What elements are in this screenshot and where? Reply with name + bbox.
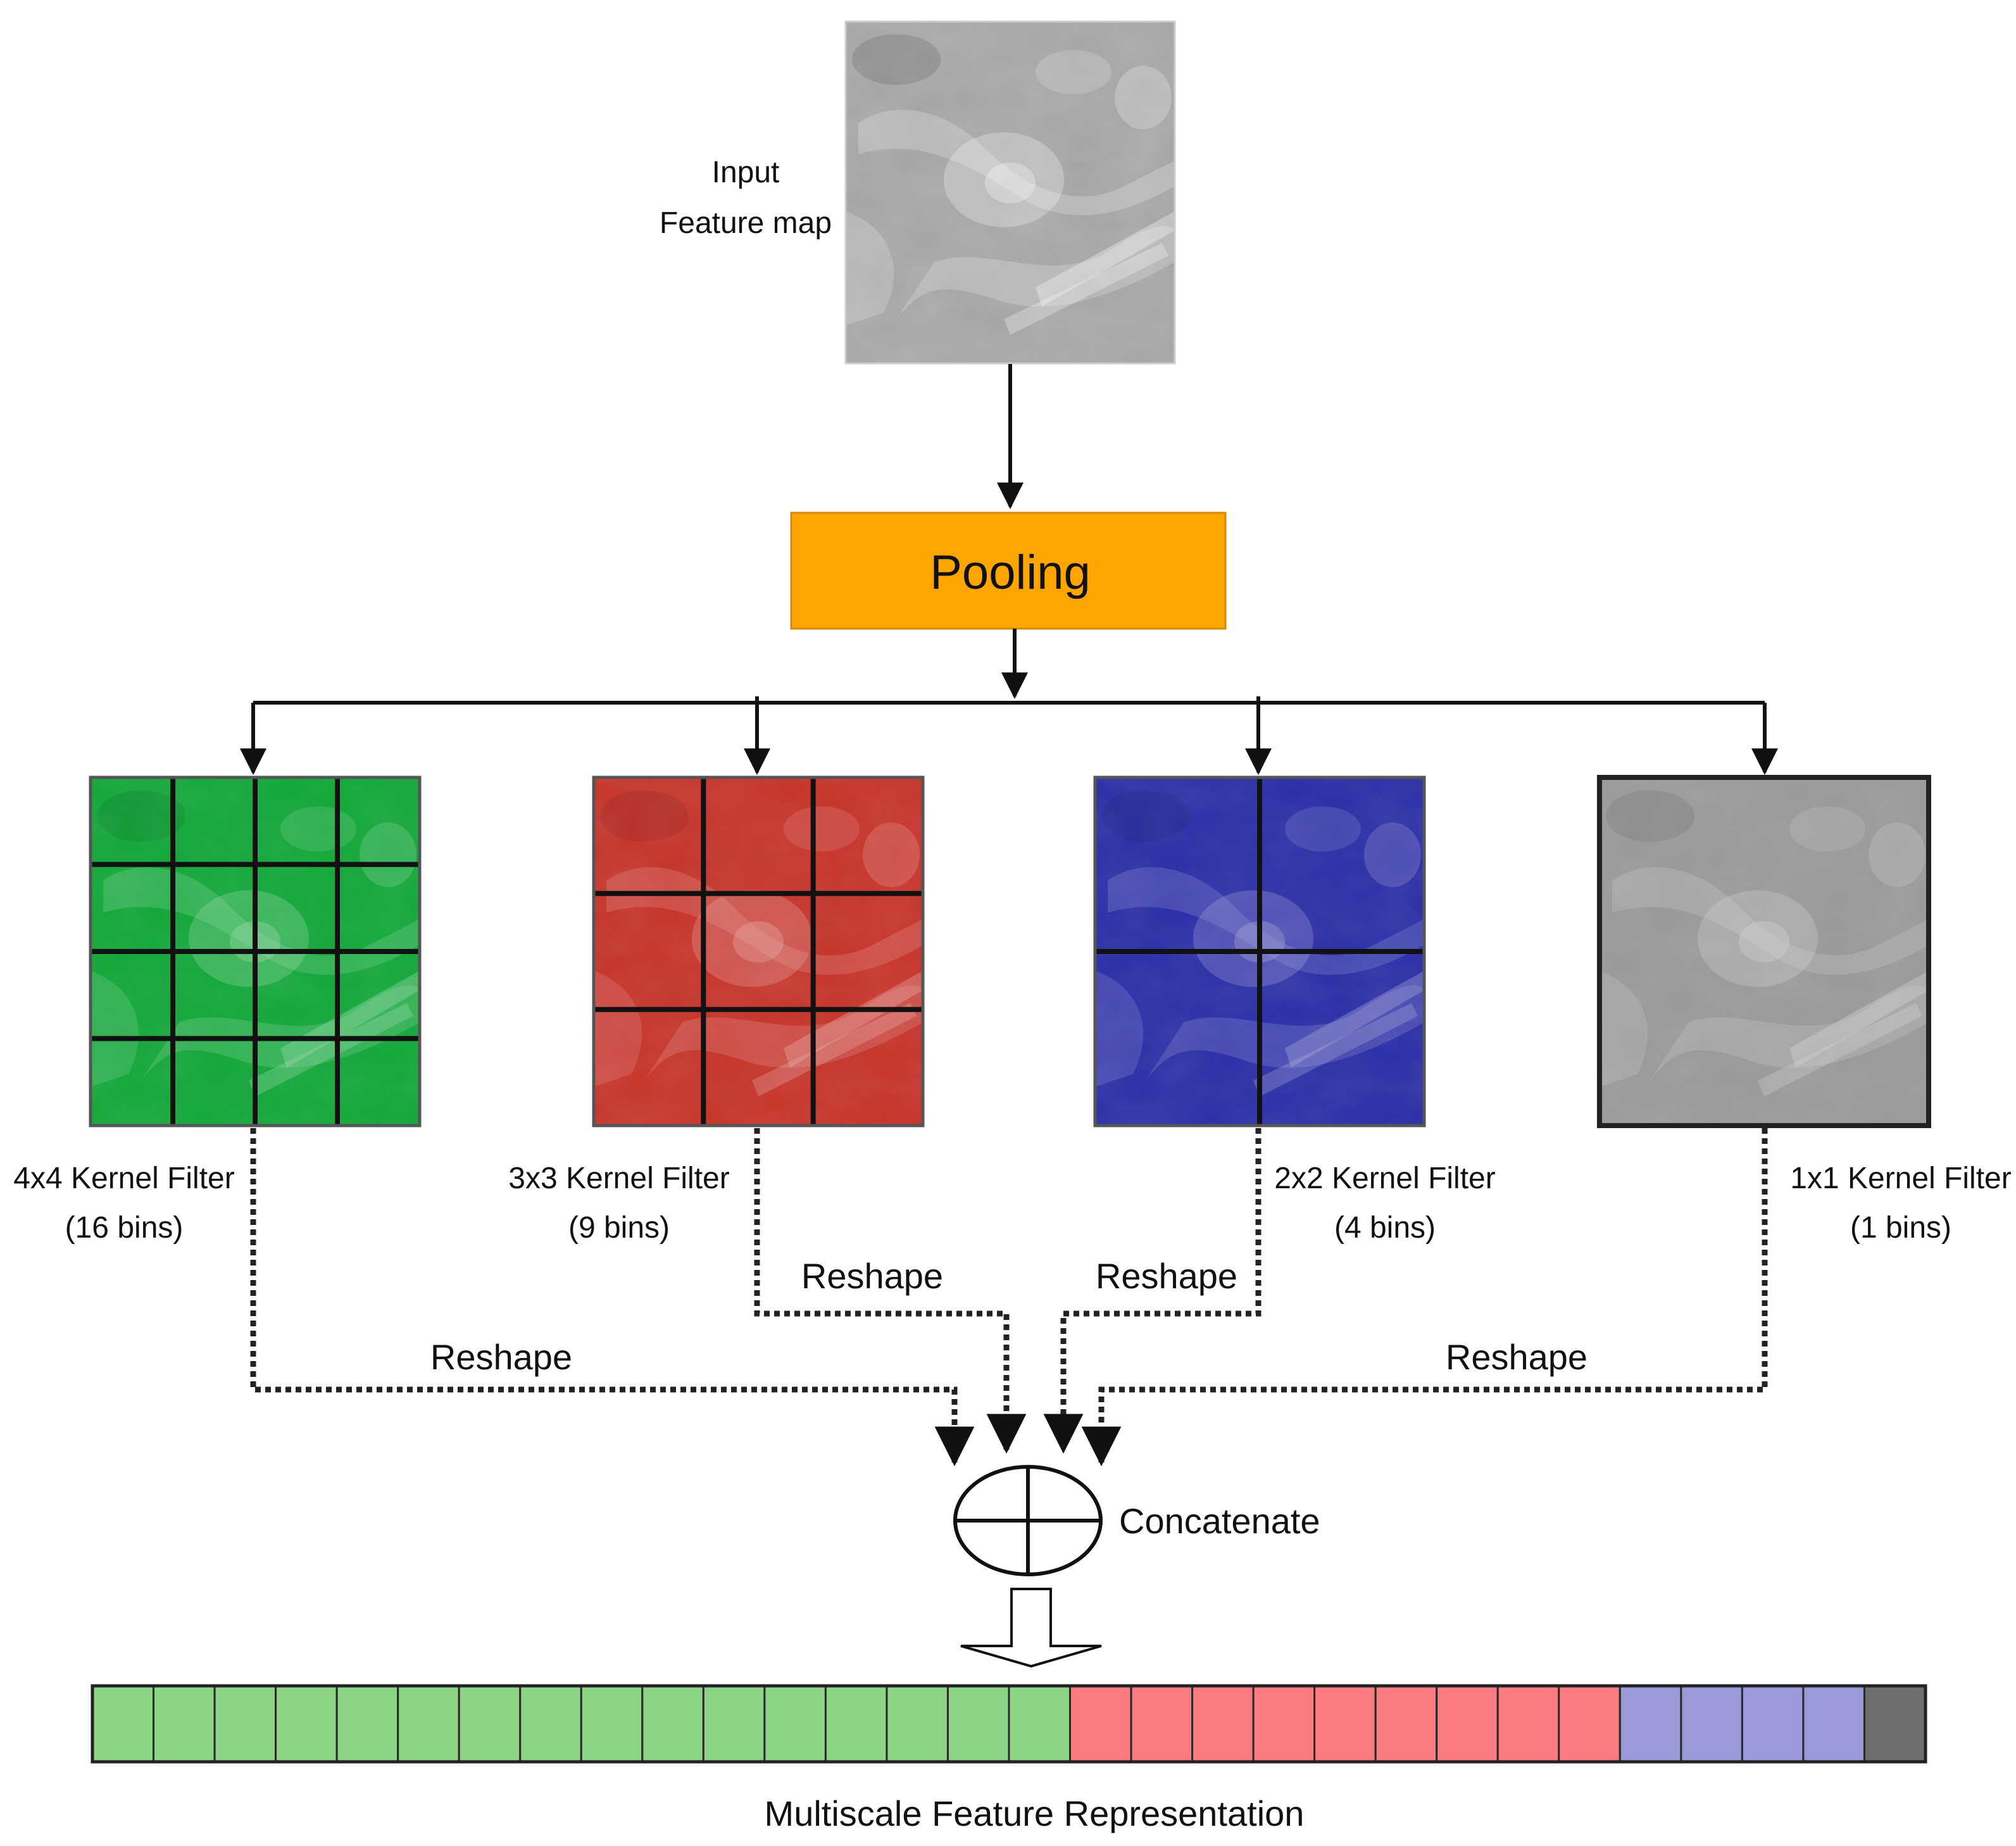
output-bin-18 [1130, 1685, 1194, 1763]
output-bin-20 [1252, 1685, 1316, 1763]
input-feature-map [844, 20, 1176, 365]
output-arrow [960, 1588, 1102, 1668]
filter-4x4-label: 4x4 Kernel Filter [13, 1162, 234, 1195]
filter-1x1-map [1597, 775, 1931, 1128]
reshape-path-3x3 [754, 1128, 1027, 1454]
output-bin-17 [1069, 1685, 1132, 1763]
pooling-label: Pooling [930, 546, 1091, 600]
input-image [846, 22, 1175, 363]
filter-2x2-map [1093, 775, 1426, 1127]
filter-4x4-bins: (16 bins) [65, 1211, 184, 1245]
output-label: Multiscale Feature Representation [765, 1793, 1305, 1833]
filter-2x2-bins: (4 bins) [1334, 1211, 1436, 1245]
output-bin-4 [275, 1685, 338, 1763]
output-bin-19 [1191, 1685, 1255, 1763]
concatenate-label: Concatenate [1119, 1501, 1320, 1541]
filter-3x3-label: 3x3 Kernel Filter [508, 1162, 729, 1195]
output-bin-7 [458, 1685, 522, 1763]
output-bin-3 [213, 1685, 277, 1763]
output-bin-23 [1436, 1685, 1499, 1763]
filter-1x1-label: 1x1 Kernel Filter [1790, 1162, 2011, 1195]
reshape-paths [250, 1128, 1768, 1467]
reshape-path-2x2 [1043, 1128, 1262, 1454]
output-bin-1 [91, 1685, 155, 1763]
filter-3x3-map [592, 775, 925, 1127]
filter-2x2-label: 2x2 Kernel Filter [1274, 1162, 1495, 1195]
output-bin-21 [1313, 1685, 1377, 1763]
reshape-label-4x4: Reshape [430, 1337, 572, 1377]
output-bin-6 [397, 1685, 460, 1763]
output-bin-15 [946, 1685, 1010, 1763]
output-bin-26 [1618, 1685, 1682, 1763]
output-bin-12 [763, 1685, 827, 1763]
output-bin-27 [1680, 1685, 1743, 1763]
output-bin-2 [153, 1685, 216, 1763]
kernel-filters [89, 775, 1931, 1128]
output-bin-16 [1008, 1685, 1072, 1763]
output-feature-bar [91, 1684, 1927, 1764]
output-bin-8 [519, 1685, 582, 1763]
output-bin-10 [641, 1685, 704, 1763]
output-bin-9 [580, 1685, 644, 1763]
input-label-line2: Feature map [660, 206, 832, 240]
reshape-label-3x3: Reshape [801, 1256, 943, 1296]
output-bin-30 [1863, 1685, 1927, 1763]
output-bin-13 [824, 1685, 888, 1763]
output-bin-22 [1374, 1685, 1438, 1763]
output-bin-11 [702, 1685, 766, 1763]
filter-3x3-bins: (9 bins) [568, 1211, 670, 1245]
concatenate-symbol [953, 1465, 1103, 1576]
pooling-box [790, 512, 1227, 630]
filter-1x1-bins: (1 bins) [1850, 1211, 1951, 1245]
output-bin-5 [335, 1685, 399, 1763]
reshape-path-4x4 [250, 1128, 975, 1467]
output-bin-24 [1496, 1685, 1560, 1763]
output-bin-28 [1741, 1685, 1805, 1763]
output-bin-29 [1802, 1685, 1865, 1763]
input-label-line1: Input [712, 156, 780, 189]
output-bin-14 [886, 1685, 949, 1763]
output-bin-25 [1558, 1685, 1621, 1763]
reshape-label-2x2: Reshape [1096, 1256, 1237, 1296]
filter-4x4-map [89, 775, 422, 1127]
reshape-label-1x1: Reshape [1446, 1337, 1587, 1377]
reshape-path-1x1 [1081, 1128, 1768, 1467]
